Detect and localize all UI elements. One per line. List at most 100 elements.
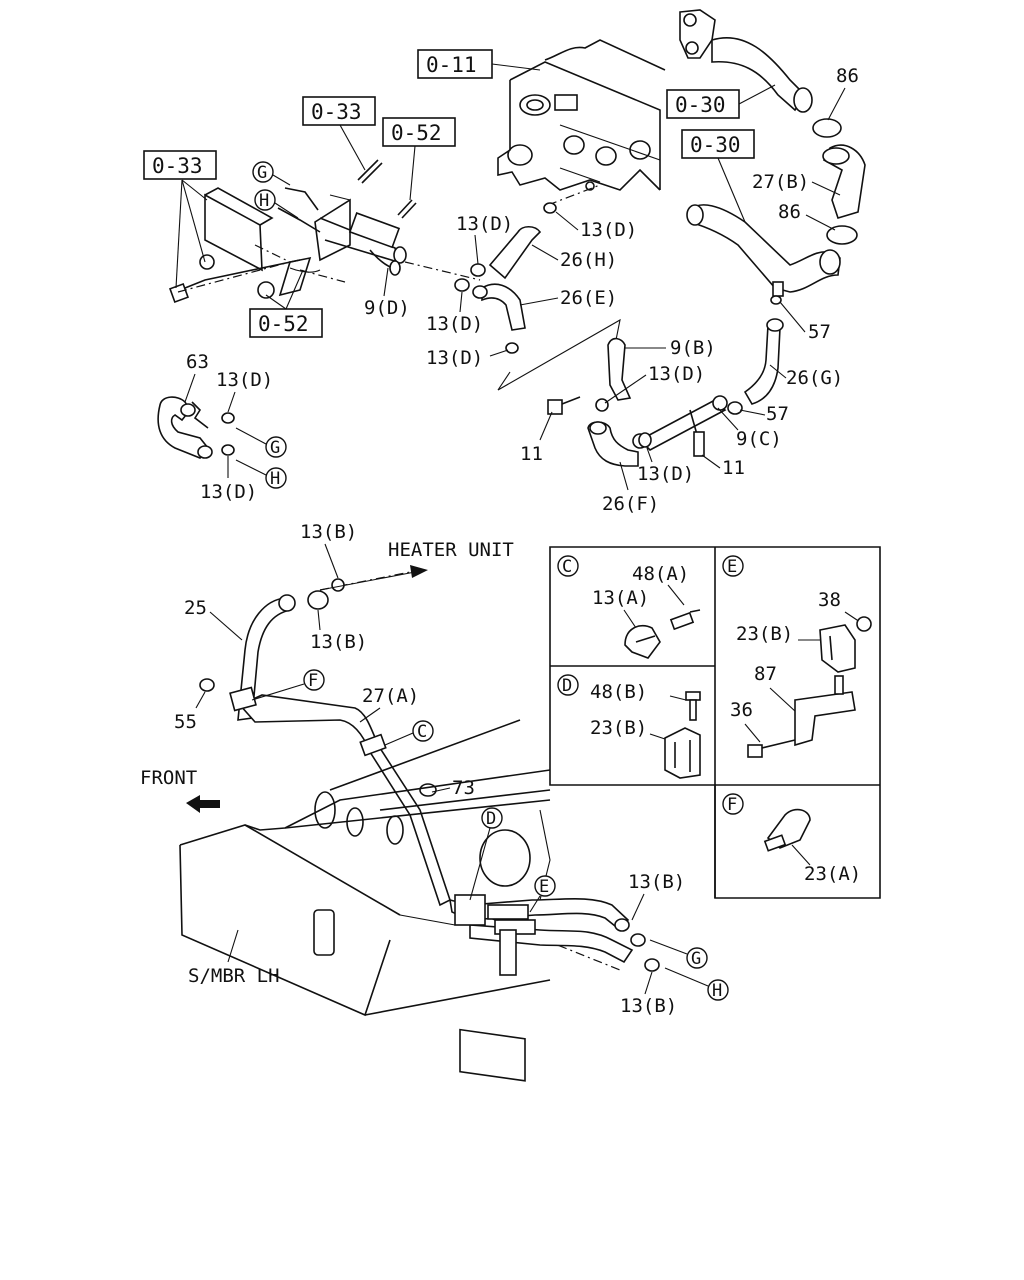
callouts-top: 86 27(B) 86 57 26(G) 57 13(D) 13(D) 26(H…: [184, 65, 859, 515]
callout-13a: 13(A): [592, 587, 649, 609]
callout-36: 36: [730, 699, 753, 721]
heater-unit-arrow: [319, 565, 428, 591]
inset-d: D 48(B) 23(B): [557, 674, 701, 779]
heater-unit-label: HEATER UNIT: [388, 539, 514, 561]
ref-box-0-30-top: 0-30: [666, 84, 776, 119]
callout-55: 55: [174, 711, 197, 733]
callout-23b: 23(B): [736, 623, 793, 645]
callout-13d: 13(D): [426, 347, 483, 369]
circle-g-marker: G: [252, 161, 274, 183]
circle-f-marker: F: [303, 669, 325, 691]
callout-13b: 13(B): [300, 521, 357, 543]
callout-87: 87: [754, 663, 777, 685]
ref-box-0-52-bottom: 0-52: [249, 269, 323, 338]
circle-h-marker: H: [707, 979, 729, 1001]
svg-text:H: H: [259, 191, 269, 211]
detail-insets: [549, 546, 881, 899]
callout-38: 38: [818, 589, 841, 611]
inset-c: C 48(A) 13(A): [557, 555, 701, 659]
svg-text:F: F: [308, 671, 318, 691]
svg-text:G: G: [257, 163, 267, 183]
circle-c-marker: C: [412, 720, 434, 742]
callout-9d: 9(D): [364, 297, 410, 319]
callout-23a: 23(A): [804, 863, 861, 885]
callout-26e: 26(E): [560, 287, 617, 309]
callout-23b: 23(B): [590, 717, 647, 739]
callout-26h: 26(H): [560, 249, 617, 271]
inset-d-letter: D: [562, 676, 572, 696]
callout-13d: 13(D): [200, 481, 257, 503]
callout-13d: 13(D): [637, 463, 694, 485]
hose-63-drawing: [157, 396, 235, 459]
callout-13b: 13(B): [310, 631, 367, 653]
ref-box-0-11: 0-11: [417, 49, 541, 79]
ref-box-0-52-top: 0-52: [382, 117, 456, 201]
circle-g-marker: G: [686, 947, 708, 969]
ref-box-label: 0-30: [675, 93, 726, 117]
callout-57: 57: [808, 321, 831, 343]
svg-text:H: H: [712, 981, 722, 1001]
outlet-pipe-drawing: [679, 9, 866, 297]
callout-25: 25: [184, 597, 207, 619]
ref-box-label: 0-11: [426, 53, 477, 77]
inset-f: F 23(A): [722, 793, 861, 885]
callout-13d: 13(D): [456, 213, 513, 235]
callout-11: 11: [722, 457, 745, 479]
svg-text:H: H: [270, 469, 280, 489]
inset-c-letter: C: [562, 557, 572, 577]
side-member-frame-drawing: [179, 719, 551, 1082]
ref-box-label: 0-33: [152, 154, 203, 178]
heater-pipe-assembly-drawing: [199, 578, 660, 976]
callout-26g: 26(G): [786, 367, 843, 389]
callout-57: 57: [766, 403, 789, 425]
ref-box-label: 0-52: [391, 121, 442, 145]
callout-27a: 27(A): [362, 685, 419, 707]
inset-e-letter: E: [727, 557, 737, 577]
circle-g-marker: G: [265, 436, 287, 458]
callout-13d: 13(D): [426, 313, 483, 335]
front-arrow-icon: [186, 795, 220, 813]
ref-box-label: 0-52: [258, 312, 309, 336]
ref-box-0-33-left: 0-33: [143, 150, 217, 289]
inset-e: E 38 23(B) 87 36: [722, 555, 872, 758]
circle-d-marker: D: [481, 807, 503, 829]
svg-text:E: E: [539, 877, 549, 897]
callout-48a: 48(A): [632, 563, 689, 585]
circle-letters-bottom: F C D E G H: [251, 669, 729, 1001]
ref-box-0-33-top: 0-33: [302, 96, 376, 171]
ref-box-label: 0-33: [311, 100, 362, 124]
callout-13b: 13(B): [620, 995, 677, 1017]
svg-text:G: G: [270, 438, 280, 458]
callout-13d: 13(D): [580, 219, 637, 241]
ref-box-0-30-mid: 0-30: [681, 129, 755, 223]
callout-27b: 27(B): [752, 171, 809, 193]
callout-13d: 13(D): [648, 363, 705, 385]
circle-h-marker: H: [265, 467, 287, 489]
front-label: FRONT: [140, 767, 197, 789]
ref-box-label: 0-30: [690, 133, 741, 157]
circle-h-marker: H: [254, 189, 276, 211]
callout-9b: 9(B): [670, 337, 716, 359]
svg-text:D: D: [486, 809, 496, 829]
callout-13d: 13(D): [216, 369, 273, 391]
callout-73: 73: [452, 777, 475, 799]
svg-text:G: G: [691, 949, 701, 969]
cross-pipe-drawing: [547, 295, 784, 467]
engine-block-drawing: [497, 39, 666, 191]
callout-26f: 26(F): [602, 493, 659, 515]
callouts-bottom: HEATER UNIT 13(B) 25 13(B) 55 27(A) FRON…: [140, 521, 685, 1017]
callout-86: 86: [778, 201, 801, 223]
callout-9c: 9(C): [736, 428, 782, 450]
circle-letters-top: G H G H: [235, 161, 299, 489]
callout-48b: 48(B): [590, 681, 647, 703]
inset-f-letter: F: [727, 795, 737, 815]
callout-11: 11: [520, 443, 543, 465]
side-member-label: S/MBR LH: [188, 965, 280, 987]
svg-text:C: C: [417, 722, 427, 742]
circle-e-marker: E: [534, 875, 556, 897]
callout-86: 86: [836, 65, 859, 87]
valve-assembly-drawing: [169, 159, 417, 303]
callout-63: 63: [186, 351, 209, 373]
callout-13b: 13(B): [628, 871, 685, 893]
